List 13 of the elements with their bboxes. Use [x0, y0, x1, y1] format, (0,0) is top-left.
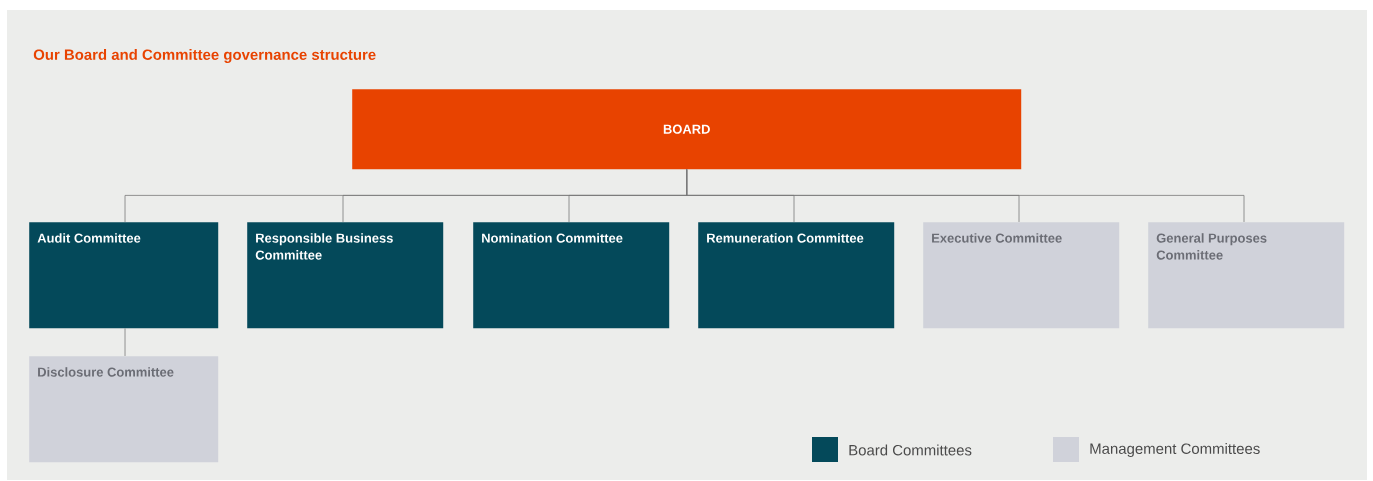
committee-box: Disclosure Committee: [29, 356, 219, 463]
committee-box: Nomination Committee: [473, 222, 670, 329]
legend-label: Management Committees: [1090, 443, 1260, 457]
committee-box: Executive Committee: [923, 222, 1120, 329]
board-box: BOARD: [352, 89, 1022, 170]
committee-box: Responsible Business Committee: [247, 222, 444, 329]
connector-line: [686, 169, 1245, 223]
legend-label: Board Committees: [849, 444, 972, 456]
committee-box: General Purposes Committee: [1148, 222, 1345, 329]
committee-box: Remuneration Committee: [698, 222, 895, 329]
committee-box: Audit Committee: [29, 222, 219, 329]
connector-line: [124, 328, 126, 357]
title: Our Board and Committee governance structure: [33, 49, 376, 63]
